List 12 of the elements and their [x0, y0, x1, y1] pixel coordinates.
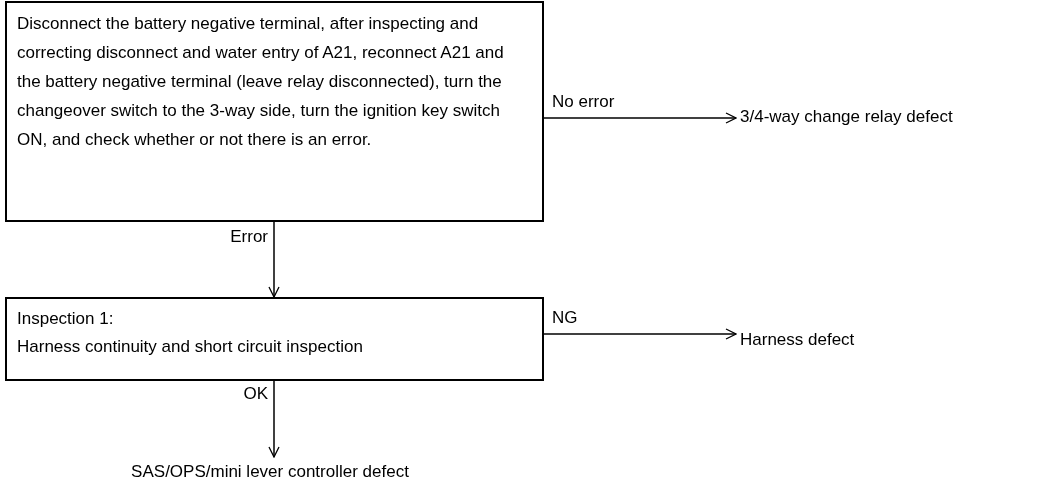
- box-text: Disconnect the battery negative terminal, after inspecting and correcting disconnect and water entry of A21, reconnect A21 and the battery negative terminal (leave relay disconnected), turn the changeover switch to the 3-way side, turn the ignition key switch ON, and check whether or not there is an error.: [17, 13, 505, 151]
- result-text: 3/4-way change relay defect: [740, 102, 1040, 130]
- arrow: [543, 112, 737, 124]
- arrow: [268, 221, 280, 298]
- box-heading: Inspection 1:: [17, 308, 115, 330]
- result-text: SAS/OPS/mini lever controller defect: [70, 457, 470, 482]
- process-box: [5, 1, 544, 222]
- arrow: [543, 328, 737, 340]
- arrow: [268, 380, 280, 458]
- box-text: Harness continuity and short circuit inspection: [17, 336, 364, 358]
- result-text: Harness defect: [740, 325, 940, 353]
- process-box: [5, 297, 544, 381]
